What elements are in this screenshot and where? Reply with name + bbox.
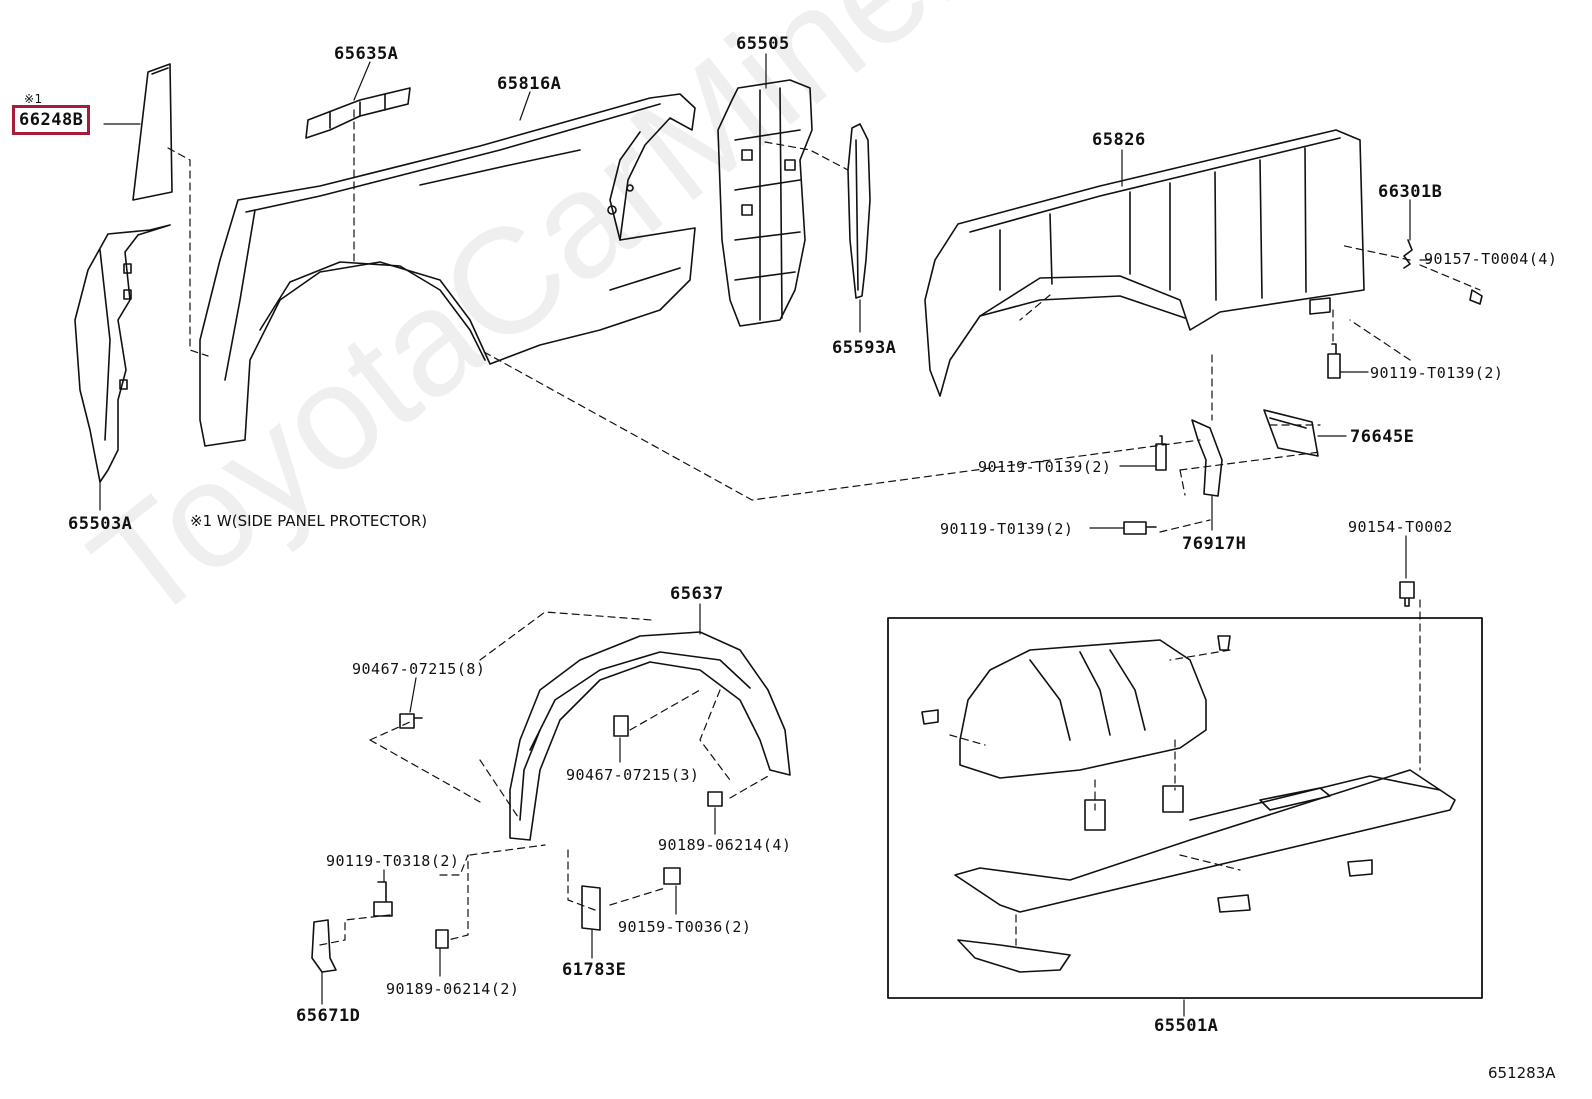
- bolt-shapes: [373, 343, 1415, 949]
- part-65505-label[interactable]: 65505: [736, 34, 790, 54]
- part-66301B-shape: [1403, 239, 1483, 305]
- part-76645E-shape: [1263, 409, 1319, 457]
- side-panel-protector-note: ※1 W(SIDE PANEL PROTECTOR): [190, 512, 428, 530]
- solid-leaders: [99, 53, 1431, 1017]
- part-66301B-label[interactable]: 66301B: [1378, 182, 1443, 202]
- part-61783E-shape: [581, 885, 601, 931]
- part-65503A-label[interactable]: 65503A: [68, 514, 133, 534]
- part-90119-T0139-label-c[interactable]: 90119-T0139(2): [940, 520, 1074, 538]
- part-90119-T0139-label-b[interactable]: 90119-T0139(2): [978, 458, 1112, 476]
- part-90467-07215-8-label[interactable]: 90467-07215(8): [352, 660, 486, 678]
- part-65637-shape: [509, 631, 791, 841]
- dashed-leaders: [167, 109, 1481, 946]
- part-65503A-shape: [74, 224, 171, 483]
- part-61783E-label[interactable]: 61783E: [562, 960, 627, 980]
- part-90189-06214-4-label[interactable]: 90189-06214(4): [658, 836, 792, 854]
- part-90467-07215-3-label[interactable]: 90467-07215(3): [566, 766, 700, 784]
- part-65671D-label[interactable]: 65671D: [296, 1006, 361, 1026]
- part-65816A-label[interactable]: 65816A: [497, 74, 562, 94]
- part-65637-label[interactable]: 65637: [670, 584, 724, 604]
- part-76917H-label[interactable]: 76917H: [1182, 534, 1247, 554]
- part-65826-shape: [924, 129, 1365, 397]
- diagram-code: 651283A: [1488, 1064, 1556, 1082]
- part-66248B-label[interactable]: 66248B: [12, 105, 91, 135]
- note-mark: ※1: [24, 92, 43, 106]
- part-90154-T0002-label[interactable]: 90154-T0002: [1348, 518, 1453, 536]
- part-76917H-shape: [1191, 419, 1223, 497]
- part-90189-06214-2-label[interactable]: 90189-06214(2): [386, 980, 520, 998]
- part-65671D-shape: [311, 919, 337, 973]
- part-90119-T0318-label[interactable]: 90119-T0318(2): [326, 852, 460, 870]
- part-65505-shape: [717, 79, 813, 327]
- part-65501A-shape: [921, 635, 1456, 973]
- part-65635A-shape: [305, 87, 411, 139]
- part-65501A-box: [887, 617, 1483, 999]
- part-90157-T0004-label[interactable]: 90157-T0004(4): [1424, 250, 1558, 268]
- part-90119-T0139-label-a[interactable]: 90119-T0139(2): [1370, 364, 1504, 382]
- part-65635A-label[interactable]: 65635A: [334, 44, 399, 64]
- part-65593A-label[interactable]: 65593A: [832, 338, 897, 358]
- part-65826-label[interactable]: 65826: [1092, 130, 1146, 150]
- part-66248B-shape: [132, 63, 173, 201]
- part-65816A-shape: [199, 93, 696, 447]
- part-76645E-label[interactable]: 76645E: [1350, 427, 1415, 447]
- part-65593A-shape: [847, 123, 871, 299]
- part-65501A-label[interactable]: 65501A: [1154, 1016, 1219, 1036]
- part-90159-T0036-label[interactable]: 90159-T0036(2): [618, 918, 752, 936]
